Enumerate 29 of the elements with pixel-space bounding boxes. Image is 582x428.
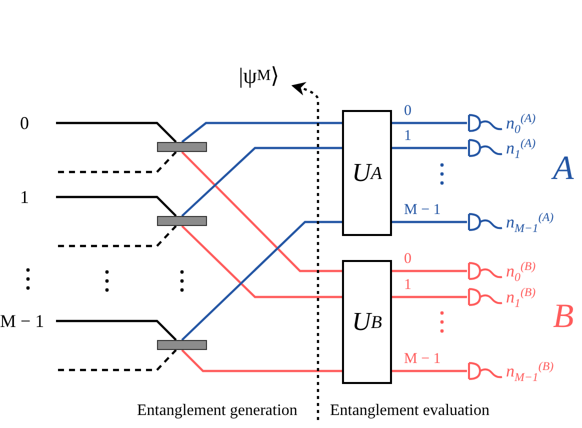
beam-line (392, 296, 467, 298)
port-number: 1 (0, 185, 56, 209)
section-caption: Entanglement evaluation (330, 402, 490, 420)
port-number: 0 (0, 111, 56, 135)
beam-line (181, 220, 342, 341)
beam-line (56, 196, 177, 217)
beam-line (181, 122, 342, 143)
beam-splitter (157, 340, 207, 350)
beam-splitter (157, 142, 207, 152)
port-number: M − 1 (0, 309, 56, 333)
dashed-line (58, 349, 177, 372)
beam-line (392, 122, 467, 124)
beam-splitter (157, 216, 207, 226)
dashed-line (58, 151, 177, 174)
beam-line (392, 370, 467, 372)
subsystem-label: B (553, 298, 574, 336)
beam-line (392, 146, 467, 150)
subsystem-label: A (553, 150, 574, 188)
beam-line (181, 349, 342, 372)
dashed-line (58, 225, 177, 248)
beam-line (392, 270, 467, 272)
beam-line (56, 320, 177, 341)
arrow (291, 82, 320, 420)
beam-line (56, 122, 177, 143)
beam-line (181, 146, 342, 217)
beam-line (181, 225, 342, 298)
beam-line (392, 220, 467, 224)
section-caption: Entanglement generation (137, 402, 298, 420)
beam-line (181, 151, 342, 272)
